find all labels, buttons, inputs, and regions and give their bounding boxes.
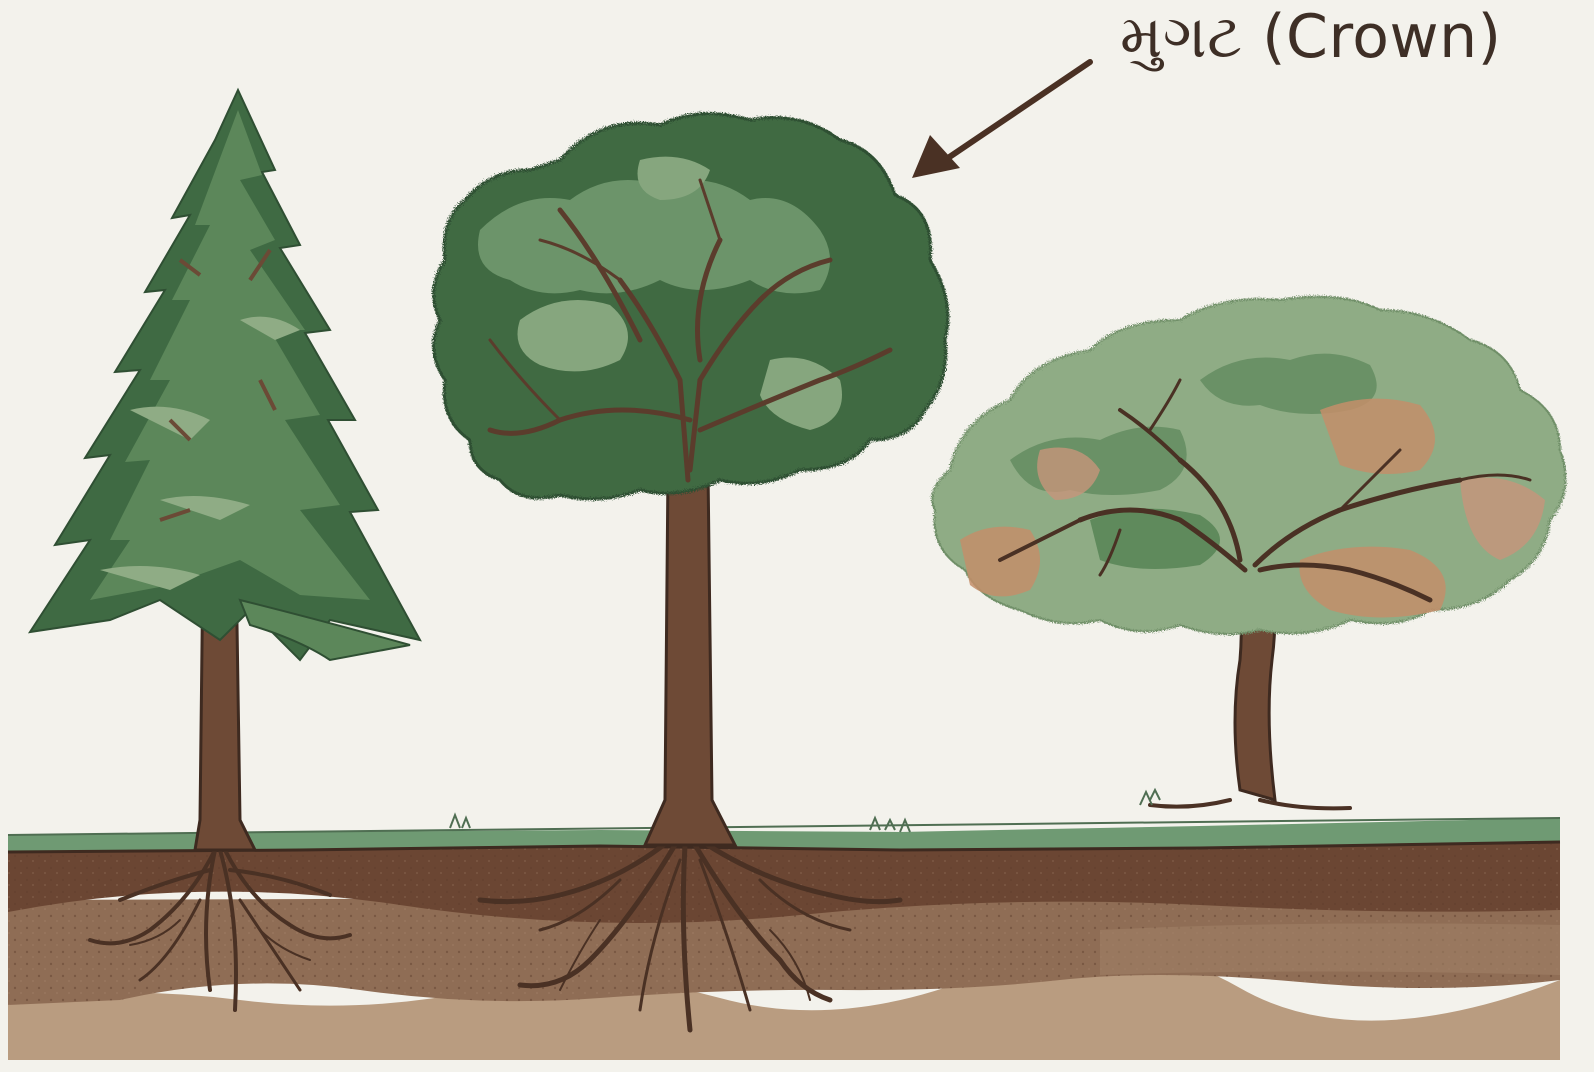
crown-label: મુગટ (Crown) [1120, 2, 1502, 72]
round-tree-crown [434, 114, 948, 499]
ground [8, 818, 1560, 1060]
